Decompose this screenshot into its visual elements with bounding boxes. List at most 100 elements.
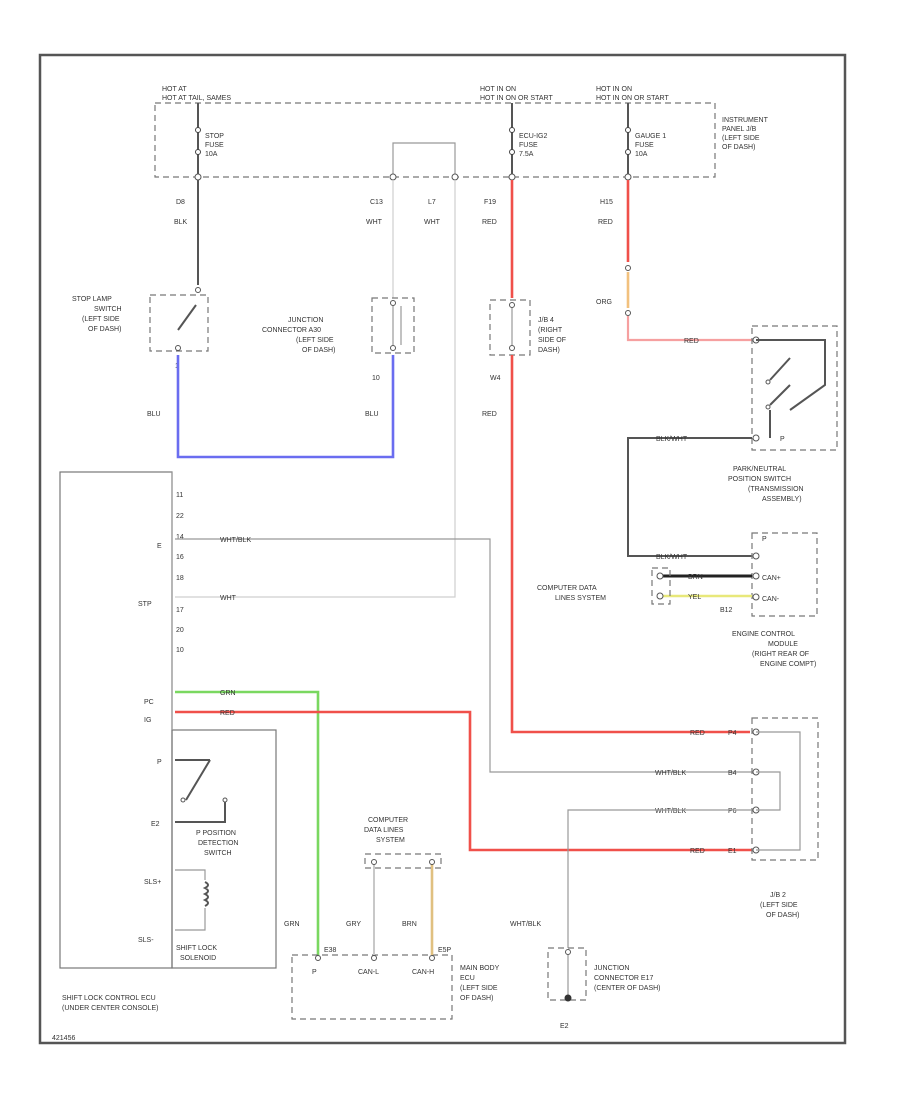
pin-f19: F19 — [484, 199, 496, 206]
diagram-frame — [38, 53, 847, 1045]
jc-a30-l1: JUNCTION — [288, 317, 323, 324]
jb2-label-1: J/B 2 — [770, 892, 786, 899]
pin-l7: L7 — [428, 199, 436, 206]
main-body-ecu: E38 E5P P CAN-L CAN-H MAIN BODY ECU (LEF… — [284, 921, 500, 1020]
stop-fuse: STOP FUSE 10A — [195, 103, 224, 177]
ecm-pin-p: P — [762, 536, 767, 543]
ecu-pin-14: 14 — [176, 534, 184, 541]
instrument-panel-jb-label-2: PANEL J/B — [722, 126, 757, 133]
ecu-pin-17: 17 — [176, 607, 184, 614]
jc-a30-l4: OF DASH) — [302, 347, 335, 354]
stop-lamp-wire: BLU — [147, 411, 161, 418]
jb4-l3: SIDE OF — [538, 337, 566, 344]
ecm-yel-label: YEL — [688, 594, 701, 601]
stp-wire — [175, 180, 456, 598]
gauge-fuse-rating: 10A — [635, 151, 648, 158]
mbe-pin-canh: CAN-H — [412, 969, 434, 976]
pn-label-1: PARK/NEUTRAL — [733, 466, 786, 473]
ecu-pin-10: 10 — [176, 647, 184, 654]
ecu-fuse-name: ECU-IG2 — [519, 133, 548, 140]
gauge-fuse: GAUGE 1 FUSE 10A — [625, 103, 666, 177]
jb4-l4: DASH) — [538, 347, 560, 354]
jb2-wire-2: WHT/BLK — [655, 770, 686, 777]
jb4-l2: (RIGHT — [538, 327, 563, 334]
pn-label-4: ASSEMBLY) — [762, 496, 802, 503]
stp-wire-label: WHT — [220, 595, 237, 602]
cdl-bottom-3: SYSTEM — [376, 837, 405, 844]
ecu-pin-16: 16 — [176, 554, 184, 561]
stop-lamp-switch-l3: (LEFT SIDE — [82, 316, 120, 323]
ecm-blkwht-label: BLK/WHT — [656, 554, 688, 561]
blk-wht-wire-pn — [627, 437, 752, 557]
pn-blkwht-label: BLK/WHT — [656, 436, 688, 443]
jb4-wire: RED — [482, 411, 497, 418]
mbe-label-4: OF DASH) — [460, 995, 493, 1002]
pin-c13: C13 — [370, 199, 383, 206]
ecu-sls-plus: SLS+ — [144, 879, 161, 886]
hot-in-on-label-2b: HOT IN ON OR START — [596, 95, 669, 102]
stop-fuse-name: STOP — [205, 133, 224, 140]
ecm-connector: B12 — [720, 607, 733, 614]
gauge-fuse-type: FUSE — [635, 142, 654, 149]
pn-label-2: POSITION SWITCH — [728, 476, 791, 483]
cdl-right-1: COMPUTER DATA — [537, 585, 597, 592]
shift-lock-control-ecu: 11 22 14 E 16 18 STP 17 20 10 PC IG P E2… — [59, 471, 277, 1012]
park-neutral-switch: P PARK/NEUTRAL POSITION SWITCH (TRANSMIS… — [728, 325, 838, 503]
pn-label-3: (TRANSMISSION — [748, 486, 804, 493]
ecm-label-1: ENGINE CONTROL — [732, 631, 795, 638]
pc-wire-label: GRN — [220, 690, 236, 697]
jb4-l1: J/B 4 — [538, 317, 554, 324]
hot-at-tail-label-2: HOT AT TAIL, SAMES — [162, 95, 231, 102]
mbe-label-3: (LEFT SIDE — [460, 985, 498, 992]
ig-red-wire — [175, 710, 752, 852]
mbe-label-2: ECU — [460, 975, 475, 982]
jc-a30-l2: CONNECTOR A30 — [262, 327, 321, 334]
jb4-pin: W4 — [490, 375, 501, 382]
jb2: RED WHT/BLK WHT/BLK RED P4 B4 P6 E1 J/B … — [655, 717, 819, 919]
solenoid-l1: SHIFT LOCK — [176, 945, 217, 952]
detect-switch-2: DETECTION — [198, 840, 238, 847]
junction-connector-a30: JUNCTION CONNECTOR A30 (LEFT SIDE OF DAS… — [262, 180, 415, 418]
red-wire-ig2-down — [510, 355, 750, 734]
ecu-pin-18: 18 — [176, 575, 184, 582]
ecu-pin-e: E — [157, 543, 162, 550]
ecu-fuse-rating: 7.5A — [519, 151, 534, 158]
shift-lock-ecu-l1: SHIFT LOCK CONTROL ECU — [62, 995, 156, 1002]
wire-color-red-2: RED — [598, 219, 613, 226]
jb2-pin-1: P4 — [728, 730, 737, 737]
jb2-pin-3: P6 — [728, 808, 737, 815]
hot-in-on-label-2: HOT IN ON — [596, 86, 632, 93]
pin-h15: H15 — [600, 199, 613, 206]
ecm-brn-label: BRN — [688, 574, 703, 581]
red-wire-pn — [626, 316, 752, 342]
jc-e17-wire: WHT/BLK — [510, 921, 541, 928]
jb4: J/B 4 (RIGHT SIDE OF DASH) W4 RED — [482, 299, 566, 418]
jc-e17-l2: CONNECTOR E17 — [594, 975, 653, 982]
ecm-label-4: ENGINE COMPT) — [760, 661, 816, 668]
engine-control-module: P CAN+ CAN- B12 ENGINE CONTROL MODULE (R… — [720, 532, 818, 668]
jb2-wire-1: RED — [690, 730, 705, 737]
ecu-fuse-type: FUSE — [519, 142, 538, 149]
instrument-panel-jb-label-4: OF DASH) — [722, 144, 755, 151]
mbe-wire-gry: GRY — [346, 921, 361, 928]
jb2-label-2: (LEFT SIDE — [760, 902, 798, 909]
solenoid-l2: SOLENOID — [180, 955, 216, 962]
ecu-e2-label: E2 — [151, 821, 160, 828]
jb2-wire-4: RED — [690, 848, 705, 855]
stop-lamp-switch-l4: OF DASH) — [88, 326, 121, 333]
jc-e17-l3: (CENTER OF DASH) — [594, 985, 661, 992]
mbe-conn-b: E5P — [438, 947, 452, 954]
pn-switch-pin-p: P — [780, 436, 785, 443]
wire-color-wht-1: WHT — [366, 219, 383, 226]
gauge-orange-label: ORG — [596, 299, 612, 306]
detect-switch-3: SWITCH — [204, 850, 232, 857]
mbe-label-1: MAIN BODY — [460, 965, 500, 972]
ecm-can-plus: CAN+ — [762, 575, 781, 582]
junction-connector-e17: JUNCTION CONNECTOR E17 (CENTER OF DASH) … — [547, 947, 661, 1030]
stop-lamp-switch-l1: STOP LAMP — [72, 296, 112, 303]
detect-switch-1: P POSITION — [196, 830, 236, 837]
jb2-pin-2: B4 — [728, 770, 737, 777]
wire-color-blk: BLK — [174, 219, 188, 226]
gauge-fuse-name: GAUGE 1 — [635, 133, 666, 140]
